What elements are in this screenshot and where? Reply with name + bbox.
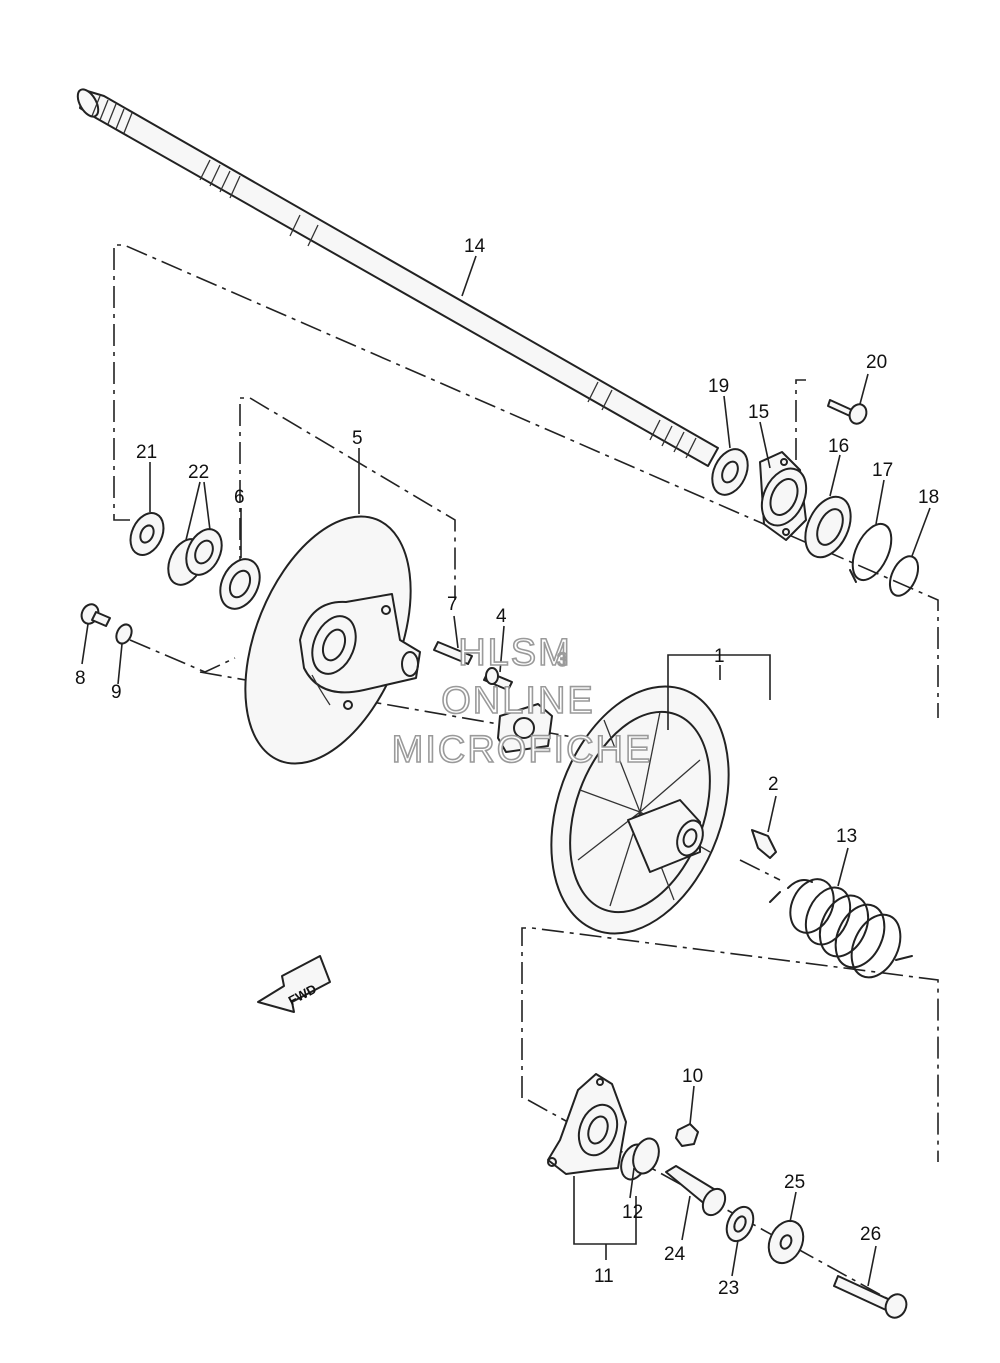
ghost-label-3: 3 (557, 650, 570, 671)
bolt-part-20[interactable] (827, 399, 869, 426)
circlip-part-17[interactable] (845, 518, 899, 586)
bolt-part-4[interactable] (483, 667, 513, 691)
washer-part-21[interactable] (124, 508, 170, 561)
label-5: 5 (352, 428, 363, 449)
label-22: 22 (188, 462, 209, 483)
bushing-part-22[interactable] (161, 523, 228, 590)
label-12: 12 (622, 1202, 643, 1223)
label-6: 6 (234, 487, 245, 508)
circlip-part-18[interactable] (884, 552, 924, 600)
label-10: 10 (682, 1066, 703, 1087)
nut-part-10[interactable] (675, 1123, 699, 1147)
bolt-part-26[interactable] (833, 1275, 910, 1321)
label-15: 15 (748, 402, 769, 423)
bearing-housing-part-15[interactable] (753, 451, 815, 541)
label-1: 1 (714, 646, 725, 667)
label-21: 21 (136, 442, 157, 463)
collar-part-24[interactable] (665, 1165, 730, 1219)
label-14: 14 (464, 236, 486, 257)
plate-part-3[interactable] (497, 703, 553, 753)
label-18: 18 (918, 487, 939, 508)
label-11: 11 (594, 1266, 614, 1287)
label-23: 23 (718, 1278, 739, 1299)
fixed-sheave-part-5[interactable] (213, 492, 444, 787)
shaft-part-14[interactable] (74, 86, 719, 467)
label-9: 9 (111, 682, 122, 703)
leader-lines (81, 255, 931, 1287)
label-8: 8 (75, 668, 86, 689)
label-24: 24 (664, 1244, 686, 1265)
bushing-part-12[interactable] (617, 1135, 664, 1183)
label-16: 16 (828, 436, 849, 457)
movable-sheave-part-1[interactable] (519, 662, 761, 959)
bearing-part-16[interactable] (796, 490, 859, 565)
label-13: 13 (836, 826, 857, 847)
washer-part-25[interactable] (762, 1215, 810, 1268)
fitting-part-2[interactable] (751, 829, 777, 859)
alignment-lines (113, 244, 939, 1301)
label-17: 17 (872, 460, 893, 481)
label-26: 26 (860, 1224, 881, 1245)
label-4: 4 (496, 606, 507, 627)
label-2: 2 (768, 774, 779, 795)
fwd-arrow: FWD (257, 955, 331, 1013)
washer-part-23[interactable] (722, 1203, 759, 1246)
washer-part-19[interactable] (705, 443, 754, 500)
watermark-line-1: HLSM (458, 632, 572, 674)
watermark-line-2: ONLINE (441, 680, 594, 722)
bolt-part-8[interactable] (79, 602, 111, 627)
spring-part-13[interactable] (769, 872, 913, 985)
bolt-part-7[interactable] (433, 641, 473, 665)
label-7: 7 (447, 594, 458, 615)
part-labels: 1 2 4 5 6 7 8 9 10 11 12 13 14 15 16 17 … (75, 236, 939, 1299)
bracket-part-11[interactable] (547, 1073, 627, 1175)
bushing-part-6[interactable] (213, 553, 268, 615)
watermark: HLSM 3 ONLINE MICROFICHE (391, 631, 653, 772)
label-19: 19 (708, 376, 729, 397)
label-20: 20 (866, 352, 887, 373)
label-25: 25 (784, 1172, 805, 1193)
watermark-line-3: MICROFICHE (392, 729, 653, 771)
washer-part-9[interactable] (113, 622, 134, 646)
